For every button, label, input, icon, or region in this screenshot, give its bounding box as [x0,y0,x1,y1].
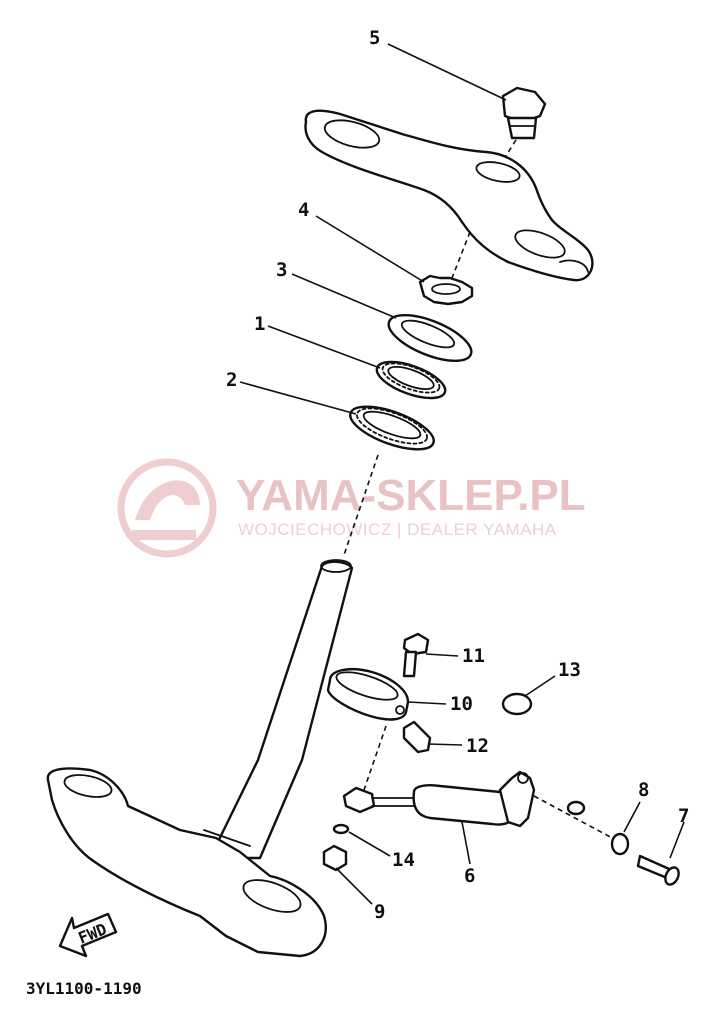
callout-8: 8 [638,779,649,801]
callout-4: 4 [298,199,309,221]
callout-6: 6 [464,865,475,887]
diagram-part-code: 3YL1100-1190 [26,979,142,998]
part-4-ring-nut [418,274,474,306]
part-12-bolt [402,720,432,754]
part-14-washer [332,823,350,835]
callout-7: 7 [678,805,689,827]
part-8-washer [610,832,630,856]
upper-bracket [304,109,594,282]
part-13-cap [501,692,533,716]
callout-11: 11 [462,645,485,667]
fwd-arrow: FWD [58,912,118,958]
callout-12: 12 [466,735,489,757]
part-7-bolt [636,854,680,886]
callout-10: 10 [450,693,473,715]
watermark-subtitle: WOJCIECHOWICZ | DEALER YAMAHA [238,520,557,539]
part-6-steering-damper [342,770,617,841]
callout-13: 13 [558,659,581,681]
watermark-logo [117,458,217,558]
callout-labels: 5 4 3 1 2 11 10 12 13 8 7 14 6 9 [226,27,689,923]
callout-5: 5 [369,27,380,49]
watermark: YAMA-SKLEP.PL WOJCIECHOWICZ | DEALER YAM… [117,458,586,558]
leader-lines [239,43,685,905]
steering-stem-lower-bracket [46,559,354,958]
watermark-title: YAMA-SKLEP.PL [236,471,586,520]
callout-9: 9 [374,901,385,923]
part-5-bolt [499,86,547,166]
callout-1: 1 [254,313,265,335]
part-9-nut [322,844,348,872]
part-11-bolt [402,632,430,678]
callout-14: 14 [392,849,415,871]
callout-3: 3 [276,259,287,281]
callout-2: 2 [226,369,237,391]
part-3-dust-seal [387,313,473,363]
part-1-bearing [375,360,447,400]
part-10-clamp [326,668,410,791]
